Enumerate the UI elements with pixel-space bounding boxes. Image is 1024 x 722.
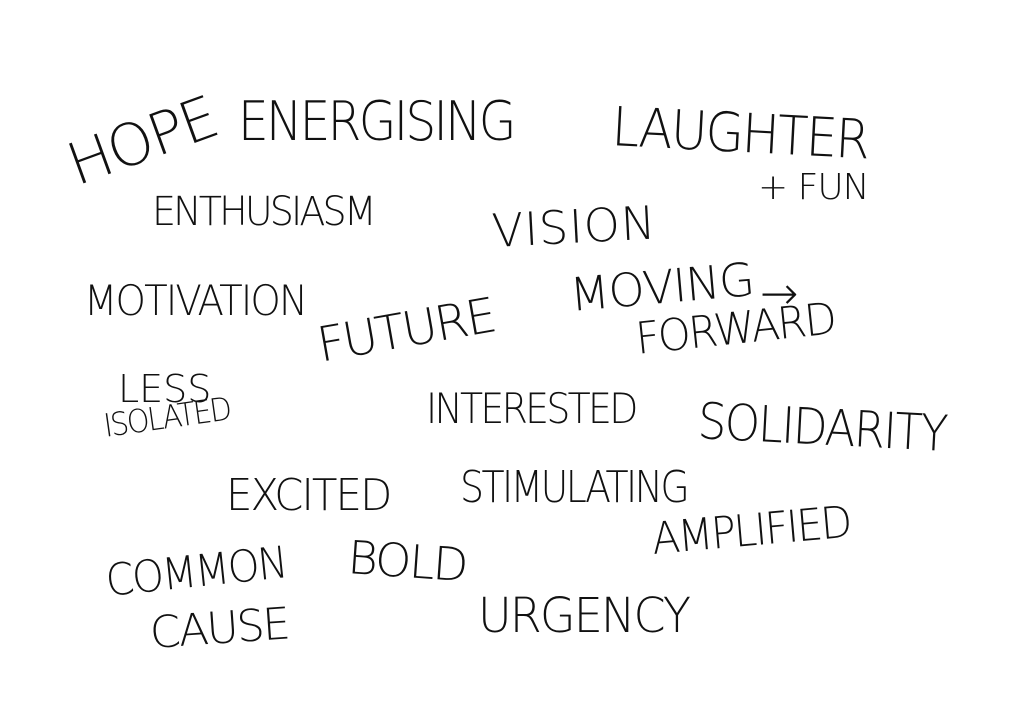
word-interested: Interested bbox=[426, 384, 638, 433]
word-urgency: Urgency bbox=[478, 588, 691, 644]
word-vision: Vision bbox=[490, 195, 658, 258]
word-common: Common bbox=[103, 537, 289, 607]
word-motivation: Motivation bbox=[84, 276, 308, 325]
arrow-icon: → bbox=[760, 266, 799, 320]
word-enthusiasm: Enthusiasm bbox=[152, 189, 377, 235]
word-laughter: Laughter bbox=[610, 95, 870, 172]
word-bold: Bold bbox=[346, 530, 469, 593]
word-future: Future bbox=[313, 287, 500, 374]
word-stimulating: Stimulating bbox=[460, 462, 690, 513]
word-hope: Hope bbox=[58, 82, 226, 199]
word-less: Less bbox=[118, 367, 212, 411]
word-energising: Energising bbox=[238, 90, 516, 153]
word-cause: Cause bbox=[148, 598, 291, 659]
word-solidarity: Solidarity bbox=[696, 392, 948, 463]
word-plus-fun: + Fun bbox=[758, 167, 870, 208]
word-excited: Excited bbox=[226, 470, 392, 521]
